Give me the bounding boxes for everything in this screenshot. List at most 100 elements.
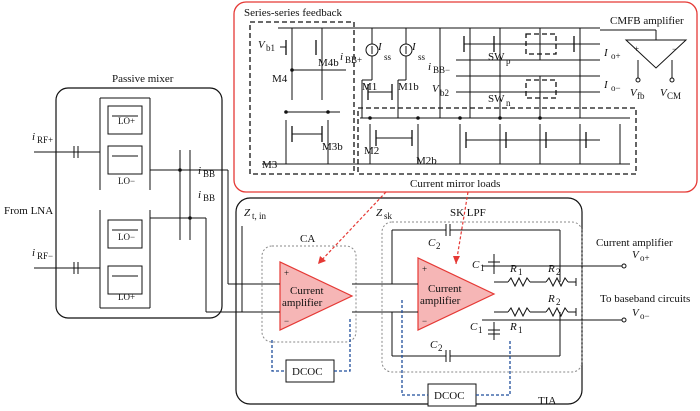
vo-plus-label: V [632, 249, 640, 261]
m3-label: M3 [262, 159, 278, 171]
series-feedback-title: Series-series feedback [244, 7, 343, 19]
current-amplifier-2 [417, 257, 496, 331]
from-lna-label: From LNA [4, 205, 53, 217]
svg-text:−: − [422, 316, 427, 326]
current-amplifier-detail-box [233, 1, 698, 193]
zt-in-label: Z [244, 207, 251, 219]
m1b-label: M1b [398, 81, 419, 93]
swn-label: SW [488, 93, 505, 105]
swp-sub: p [506, 56, 511, 66]
vcm-sub: CM [667, 91, 681, 101]
ibb-plus-top-sub: BB+ [345, 55, 362, 65]
dcoc-path-2b [476, 340, 511, 396]
svg-text:+: + [634, 44, 639, 54]
m3b-label: M3b [322, 141, 343, 153]
rf-inputs [34, 146, 100, 274]
detail-arrow-2 [455, 191, 469, 265]
passive-mixer-title: Passive mixer [112, 73, 174, 85]
mixer-switches [99, 97, 228, 309]
lo-label-3: LO− [118, 232, 135, 242]
m4b-label: M4b [318, 57, 339, 69]
ibb-plus-sub: BB [203, 169, 215, 179]
lo-label-1: LO+ [118, 116, 135, 126]
r2-bot-label: R [547, 293, 555, 305]
iss-sources [365, 28, 413, 80]
ibb-minus-label: i [198, 189, 201, 201]
c2-bot-label: C [430, 339, 438, 351]
dcoc-path-1b [334, 318, 351, 372]
vo-minus-sub: o− [640, 311, 650, 321]
vb1-sub: b1 [266, 43, 275, 53]
vcm-label: V [660, 87, 668, 99]
c1-top-label: C [472, 259, 480, 271]
irf-plus-sub: RF+ [37, 135, 53, 145]
iss1-label: I [377, 41, 383, 53]
current-amplifier-1 [279, 261, 354, 331]
tia-label: TIA [538, 395, 556, 407]
vo-plus-sub: o+ [640, 253, 650, 263]
irf-minus-sub: RF− [37, 251, 53, 261]
detail-arrow-1 [317, 191, 387, 265]
sk-lpf-title: SK LPF [450, 207, 486, 219]
lo-label-4: LO+ [118, 292, 135, 302]
series-feedback-box [249, 21, 355, 175]
sk-lpf-box [381, 221, 583, 373]
iss1-sub: ss [384, 52, 392, 62]
amp2-line1: Current [428, 283, 462, 295]
vb2-label: V [432, 83, 440, 95]
vo-minus-label: V [632, 307, 640, 319]
zt-in-sub: t, in [252, 211, 267, 221]
dcoc-path-2a [401, 300, 428, 396]
amp1-line1: Current [290, 285, 324, 297]
r2-top-sub: 2 [556, 267, 561, 277]
svg-text:−: − [672, 44, 677, 54]
current-mirror-loads-label: Current mirror loads [410, 178, 500, 190]
svg-text:+: + [284, 268, 289, 278]
tia-wiring [205, 170, 627, 362]
r1-bot-label: R [509, 321, 517, 333]
current-mirror-loads-box [357, 107, 637, 175]
io-minus-label: I [603, 79, 609, 91]
dcoc-label-2: DCOC [434, 390, 465, 402]
iss2-sub: ss [418, 52, 426, 62]
ibb-plus-label: i [198, 165, 201, 177]
vb1-label: V [258, 39, 266, 51]
irf-plus-label: i [32, 131, 35, 143]
c1-bot-label: C [470, 321, 478, 333]
current-amplifier-note: Current amplifier [596, 237, 673, 249]
r1-top-sub: 1 [518, 267, 523, 277]
c1-bot-sub: 1 [478, 325, 483, 335]
swp-label: SW [488, 51, 505, 63]
amp1-line2: amplifier [282, 297, 323, 309]
output-current-sources [439, 28, 600, 118]
m4-transistor-group [280, 28, 346, 100]
c2-top-sub: 2 [436, 241, 441, 251]
io-plus-label: I [603, 47, 609, 59]
ibb-minus-sub: BB [203, 193, 215, 203]
ca-box [261, 245, 357, 343]
vfb-label: V [630, 87, 638, 99]
r2-top-label: R [547, 263, 555, 275]
c2-bot-sub: 2 [438, 343, 443, 353]
r2-bot-sub: 2 [556, 297, 561, 307]
m2b-label: M2b [416, 155, 437, 167]
m2-transistor-group [360, 116, 630, 164]
svg-text:−: − [284, 316, 289, 326]
mirror-load-transistors [458, 116, 621, 164]
m1-label: M1 [362, 81, 377, 93]
zsk-sub: sk [384, 211, 393, 221]
ibb-minus-top-sub: BB− [433, 65, 450, 75]
to-baseband-label: To baseband circuits [600, 293, 690, 305]
vfb-sub: fb [637, 91, 645, 101]
swn-sub: n [506, 98, 511, 108]
zsk-label: Z [376, 207, 383, 219]
m3-transistor-group [284, 110, 340, 164]
lo-label-2: LO− [118, 176, 135, 186]
ibb-minus-top-label: i [428, 61, 431, 73]
dcoc-label-1: DCOC [292, 366, 323, 378]
cmfb-title: CMFB amplifier [610, 15, 684, 27]
c1-top-sub: 1 [480, 263, 485, 273]
io-minus-sub: o− [611, 83, 621, 93]
